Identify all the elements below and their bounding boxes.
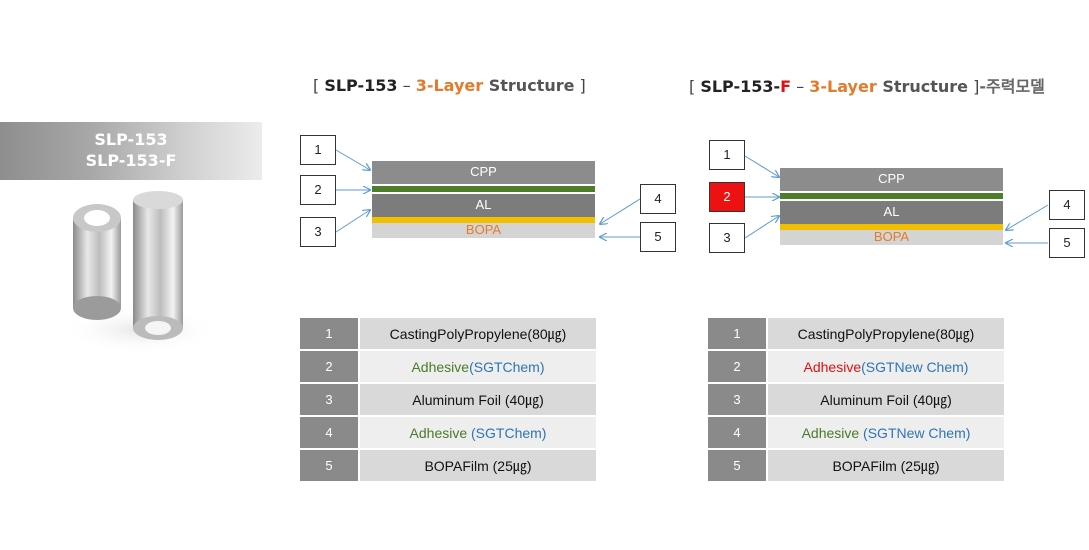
row-number: 3 <box>708 383 768 417</box>
spec-table-left: 1 CastingPolyPropylene(80㎍) 2 Adhesive(S… <box>300 318 596 483</box>
product-header: SLP-153 SLP-153-F <box>0 122 262 180</box>
layer-adhesive-bottom <box>780 224 1003 230</box>
adhesive-label: Adhesive <box>411 358 470 375</box>
row-description: Aluminum Foil (40㎍) <box>359 383 596 417</box>
row-number: 5 <box>300 449 360 483</box>
table-row: 5 BOPAFilm (25㎍) <box>708 449 1004 483</box>
row-number: 4 <box>300 416 360 450</box>
supplier-label: (SGTNew Chem) <box>861 358 969 375</box>
callout-5-right: 5 <box>1049 228 1085 258</box>
row-description: Aluminum Foil (40㎍) <box>767 383 1004 417</box>
title-layers: 3-Layer <box>415 76 484 95</box>
spec-table-right: 1 CastingPolyPropylene(80㎍) 2 Adhesive(S… <box>708 318 1004 483</box>
layer-cpp: CPP <box>780 168 1003 191</box>
table-row: 1 CastingPolyPropylene(80㎍) <box>708 318 1004 351</box>
product-name-1: SLP-153 <box>94 130 168 149</box>
layer-al: AL <box>372 194 595 217</box>
title-structure: Structure <box>882 77 969 96</box>
title-note: -주력모델 <box>979 77 1045 96</box>
adhesive-label: Adhesive <box>801 424 860 441</box>
layer-adhesive-top <box>372 186 595 192</box>
callout-2-left: 2 <box>300 175 336 205</box>
callout-4-right: 4 <box>1049 190 1085 220</box>
arrow-3-left <box>335 210 370 233</box>
layer-adhesive-top <box>780 193 1003 199</box>
layer-al: AL <box>780 201 1003 224</box>
table-row: 5 BOPAFilm (25㎍) <box>300 449 596 483</box>
callout-1-left: 1 <box>300 135 336 165</box>
row-number: 5 <box>708 449 768 483</box>
row-description: CastingPolyPropylene(80㎍) <box>767 318 1004 351</box>
layer-stack-right: CPP AL BOPA <box>780 168 1003 245</box>
row-number: 2 <box>708 350 768 384</box>
callout-4-left: 4 <box>640 184 676 214</box>
arrow-1-right <box>744 155 779 177</box>
table-row: 4 Adhesive (SGTNew Chem) <box>708 416 1004 450</box>
row-description: CastingPolyPropylene(80㎍) <box>359 318 596 351</box>
row-description: BOPAFilm (25㎍) <box>359 449 596 483</box>
title-bracket-open: [ <box>313 76 325 95</box>
title-model: SLP-153- <box>700 77 781 96</box>
title-dash: – <box>397 76 416 95</box>
callout-3-left: 3 <box>300 217 336 247</box>
title-dash: – <box>791 77 810 96</box>
adhesive-label: Adhesive <box>803 358 862 375</box>
title-model-suffix: F <box>780 77 792 96</box>
row-description: Adhesive (SGTNew Chem) <box>767 416 1004 450</box>
table-row: 2 Adhesive(SGTChem) <box>300 350 596 384</box>
title-layers: 3-Layer <box>809 77 877 96</box>
title-bracket-close: ] <box>968 77 980 96</box>
left-title: [ SLP-153 – 3-Layer Structure ] <box>313 76 586 95</box>
title-bracket-close: ] <box>574 76 586 95</box>
row-number: 1 <box>300 318 360 351</box>
row-description: Adhesive(SGTNew Chem) <box>767 350 1004 384</box>
row-description: Adhesive(SGTChem) <box>359 350 596 384</box>
supplier-label: (SGTChem) <box>469 358 545 375</box>
arrow-1-left <box>335 149 370 170</box>
layer-bopa: BOPA <box>372 223 595 238</box>
title-bracket-open: [ <box>689 77 701 96</box>
supplier-label: (SGTChem) <box>467 424 547 441</box>
callout-1-right: 1 <box>709 140 745 170</box>
supplier-label: (SGTNew Chem) <box>859 424 971 441</box>
title-structure: Structure <box>488 76 575 95</box>
arrow-4-left <box>600 198 641 224</box>
row-description: Adhesive (SGTChem) <box>359 416 596 450</box>
table-row: 1 CastingPolyPropylene(80㎍) <box>300 318 596 351</box>
callout-5-left: 5 <box>640 222 676 252</box>
layer-adhesive-bottom <box>372 217 595 223</box>
table-row: 3 Aluminum Foil (40㎍) <box>300 383 596 417</box>
callout-2-right: 2 <box>709 182 745 212</box>
table-row: 2 Adhesive(SGTNew Chem) <box>708 350 1004 384</box>
row-number: 3 <box>300 383 360 417</box>
arrow-3-right <box>744 216 779 239</box>
arrow-4-right <box>1006 204 1049 230</box>
title-model: SLP-153 <box>324 76 398 95</box>
adhesive-label: Adhesive <box>409 424 468 441</box>
row-number: 4 <box>708 416 768 450</box>
row-number: 2 <box>300 350 360 384</box>
layer-bopa: BOPA <box>780 230 1003 245</box>
layer-stack-left: CPP AL BOPA <box>372 161 595 238</box>
callout-3-right: 3 <box>709 223 745 253</box>
row-description: BOPAFilm (25㎍) <box>767 449 1004 483</box>
right-title: [ SLP-153-F – 3-Layer Structure ]-주력모델 <box>689 73 1045 97</box>
table-row: 4 Adhesive (SGTChem) <box>300 416 596 450</box>
product-name-2: SLP-153-F <box>85 151 177 170</box>
table-row: 3 Aluminum Foil (40㎍) <box>708 383 1004 417</box>
product-photo <box>62 191 215 354</box>
row-number: 1 <box>708 318 768 351</box>
layer-cpp: CPP <box>372 161 595 184</box>
